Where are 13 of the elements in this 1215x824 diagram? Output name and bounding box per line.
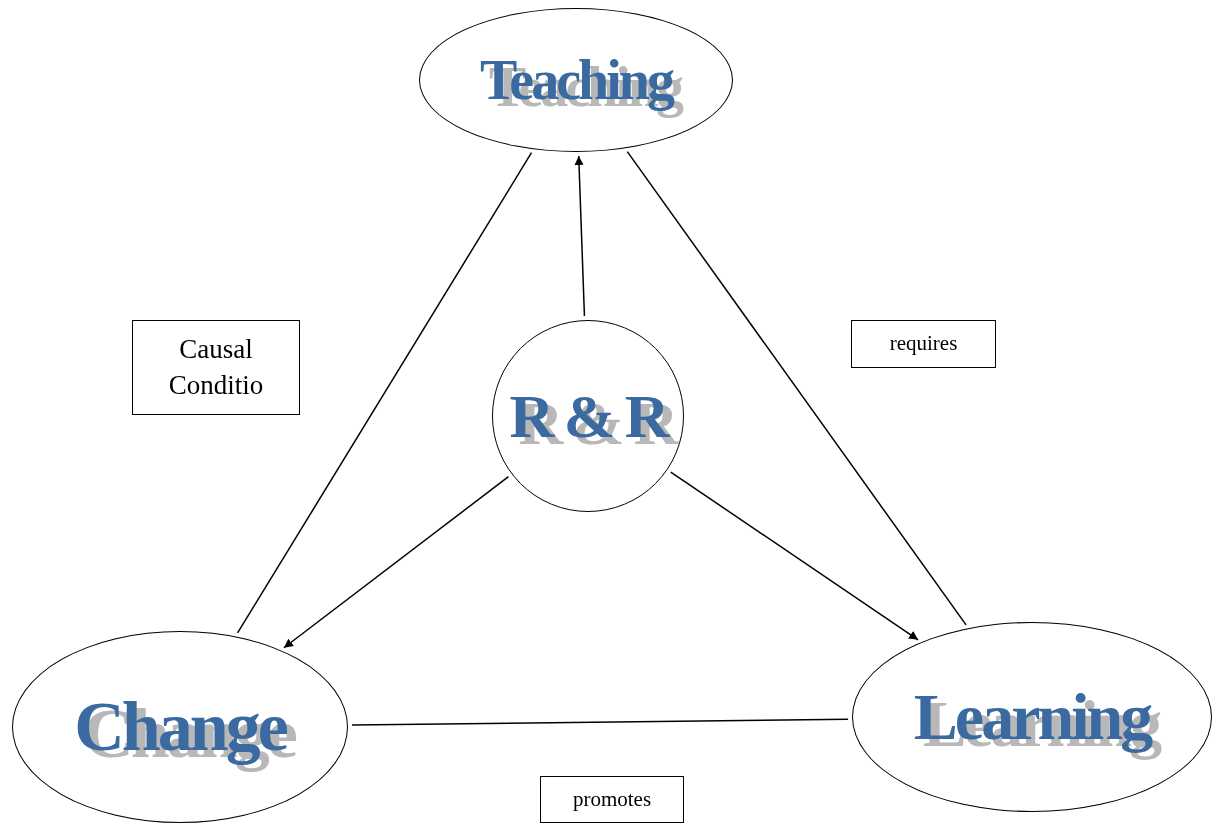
connector-line [626,150,967,626]
arrow [670,471,919,641]
arrow [283,475,510,649]
arrow [574,155,586,317]
label-text: requires [888,330,959,358]
label-box [540,776,684,823]
connector-line [351,718,849,726]
label-box [132,320,300,415]
label-box [851,320,996,368]
label-text: promotes [571,785,653,813]
label-text: Causal Conditio [167,333,265,402]
concept-title: R & R [509,385,667,447]
connector-line [236,152,533,634]
